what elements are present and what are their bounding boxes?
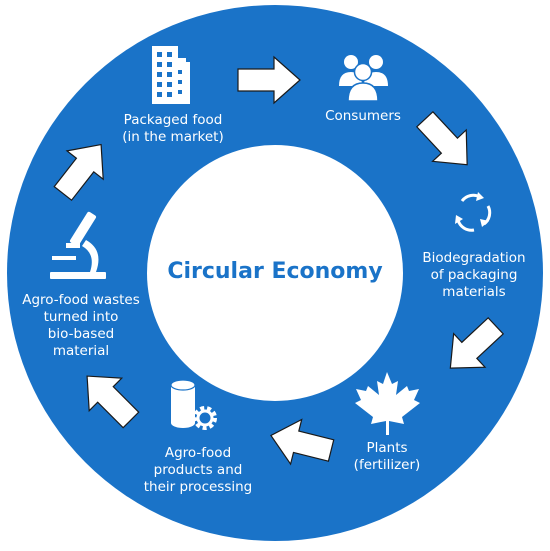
maple-leaf-icon xyxy=(355,372,420,435)
database-gear-icon xyxy=(170,379,217,430)
buildings-icon xyxy=(152,46,190,104)
label-plants: Plants (fertilizer) xyxy=(353,440,421,473)
label-consumers: Consumers xyxy=(325,108,401,124)
recycle-icon xyxy=(455,192,492,232)
people-icon xyxy=(339,55,388,102)
inner-circle xyxy=(147,145,403,401)
diagram-title: Circular Economy xyxy=(167,259,383,284)
label-agro-processing: Agro-food products and their processing xyxy=(143,445,253,495)
label-biodegradation: Biodegradation of packaging materials xyxy=(422,250,526,300)
microscope-icon xyxy=(50,211,106,279)
label-agro-wastes: Agro-food wastes turned into bio-based m… xyxy=(22,292,140,359)
label-packaged-food: Packaged food (in the market) xyxy=(122,112,224,145)
